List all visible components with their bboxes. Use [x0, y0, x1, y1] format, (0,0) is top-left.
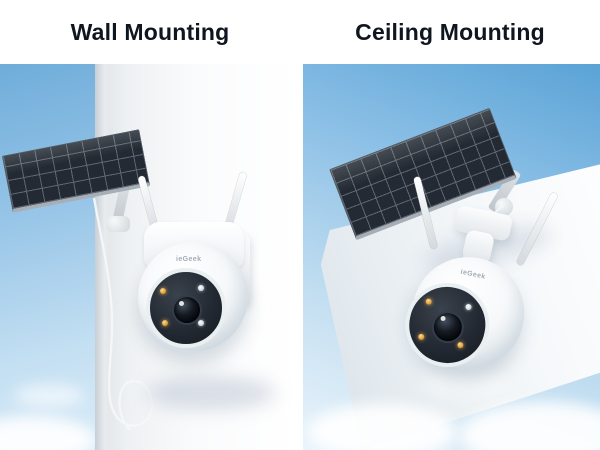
- spotlight-led: [417, 333, 425, 341]
- lens-glint: [179, 301, 184, 306]
- brand-logo: ieGeek: [176, 256, 202, 263]
- wall-corner-edge: [95, 64, 109, 450]
- spotlight-led: [198, 285, 204, 291]
- spotlight-led: [456, 341, 464, 349]
- ceiling-mounting-photo: ieGeek: [303, 64, 600, 450]
- spotlight-led: [160, 288, 166, 294]
- wall-mounting-title: Wall Mounting: [70, 18, 230, 45]
- photo-panels: ieGeek: [0, 64, 600, 450]
- security-camera: ieGeek: [136, 171, 256, 394]
- wall-mounting-photo: ieGeek: [0, 64, 297, 450]
- camera-lens: [172, 295, 202, 325]
- spotlight-led: [198, 320, 204, 326]
- ceiling-mounting-title: Ceiling Mounting: [355, 18, 545, 45]
- cloud: [14, 384, 84, 408]
- solar-panel-mount: [106, 216, 130, 232]
- spotlight-led: [464, 303, 473, 311]
- header: Wall Mounting Ceiling Mounting: [0, 0, 600, 64]
- cloud: [307, 404, 457, 450]
- camera-face: [146, 268, 226, 348]
- spotlight-led: [425, 298, 433, 306]
- lens-glint: [440, 315, 447, 322]
- spotlight-led: [162, 320, 168, 326]
- panel-divider: [297, 64, 303, 450]
- camera-shadow: [148, 376, 276, 410]
- camera-lens: [428, 308, 467, 347]
- cloud: [423, 370, 507, 396]
